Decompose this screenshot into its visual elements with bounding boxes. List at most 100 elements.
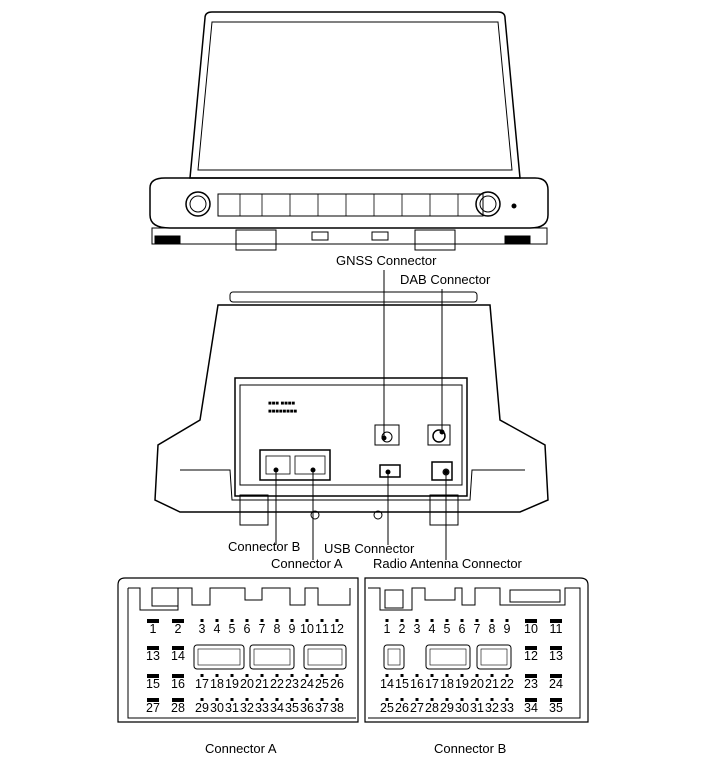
connector-a-pin-20: 20 bbox=[240, 674, 254, 691]
pin-marker bbox=[200, 698, 204, 701]
connector-a-pin-3: 3 bbox=[199, 619, 206, 636]
pin-number: 20 bbox=[470, 677, 484, 691]
connector-b-pin-26: 26 bbox=[395, 698, 409, 715]
connector-b-pin-30: 30 bbox=[455, 698, 469, 715]
pin-number: 12 bbox=[330, 622, 344, 636]
pin-number: 22 bbox=[270, 677, 284, 691]
pin-number: 26 bbox=[330, 677, 344, 691]
connector-a-pin-36: 36 bbox=[300, 698, 314, 715]
pin-marker bbox=[490, 674, 494, 677]
pin-number: 1 bbox=[150, 622, 157, 636]
pin-marker bbox=[275, 619, 279, 622]
pin-marker bbox=[230, 619, 234, 622]
connector-a-pin-9: 9 bbox=[289, 619, 296, 636]
pin-number: 18 bbox=[440, 677, 454, 691]
pin-number: 25 bbox=[380, 701, 394, 715]
connector-a-pin-15: 15 bbox=[146, 674, 160, 691]
pin-number: 3 bbox=[414, 622, 421, 636]
connector-b-pin-34: 34 bbox=[524, 698, 538, 715]
pin-marker bbox=[320, 674, 324, 677]
pin-marker bbox=[460, 698, 464, 701]
pin-marker bbox=[430, 698, 434, 701]
connector-b-pin-2: 2 bbox=[399, 619, 406, 636]
pin-number: 5 bbox=[229, 622, 236, 636]
pin-number: 18 bbox=[210, 677, 224, 691]
pin-number: 12 bbox=[524, 649, 538, 663]
connector-a-pin-2: 2 bbox=[172, 619, 184, 636]
connector-a-pin-19: 19 bbox=[225, 674, 239, 691]
connector-a-pin-7: 7 bbox=[259, 619, 266, 636]
receptacle-window-inner bbox=[197, 648, 241, 666]
pin-marker bbox=[460, 674, 464, 677]
connector-a-label: Connector A bbox=[271, 556, 343, 571]
pin-number: 28 bbox=[425, 701, 439, 715]
connector-b-caption: Connector B bbox=[434, 741, 507, 756]
connector-b-pin-13: 13 bbox=[549, 646, 563, 663]
connector-b-pin-33: 33 bbox=[500, 698, 514, 715]
connector-a-pin-35: 35 bbox=[285, 698, 299, 715]
head-unit-front bbox=[149, 11, 549, 251]
pin-number: 27 bbox=[146, 701, 160, 715]
connector-b-pin-1: 1 bbox=[384, 619, 391, 636]
pin-number: 9 bbox=[289, 622, 296, 636]
connector-a-pin-26: 26 bbox=[330, 674, 344, 691]
pin-marker bbox=[260, 698, 264, 701]
pin-marker bbox=[305, 674, 309, 677]
connector-b-pin-11: 11 bbox=[550, 619, 563, 636]
pin-number: 13 bbox=[146, 649, 160, 663]
connector-b-pin-35: 35 bbox=[549, 698, 563, 715]
receptacle-window-inner bbox=[307, 648, 343, 666]
pin-marker bbox=[475, 619, 479, 622]
pin-marker bbox=[290, 674, 294, 677]
pin-number: 29 bbox=[195, 701, 209, 715]
pin-marker bbox=[215, 698, 219, 701]
pin-marker bbox=[260, 674, 264, 677]
pin-number: 20 bbox=[240, 677, 254, 691]
pin-number: 36 bbox=[300, 701, 314, 715]
pin-number: 10 bbox=[300, 622, 314, 636]
pin-number: 23 bbox=[524, 677, 538, 691]
pin-marker bbox=[245, 698, 249, 701]
receptacle-window bbox=[249, 644, 295, 670]
pin-marker bbox=[430, 619, 434, 622]
pin-marker bbox=[335, 698, 339, 701]
pin-marker bbox=[445, 619, 449, 622]
connector-a-pin-12: 12 bbox=[330, 619, 344, 636]
connector-b-pin-8: 8 bbox=[489, 619, 496, 636]
pin-number: 15 bbox=[146, 677, 160, 691]
connector-b-pin-12: 12 bbox=[524, 646, 538, 663]
connector-a-pin-32: 32 bbox=[240, 698, 254, 715]
connector-a-pin-16: 16 bbox=[171, 674, 185, 691]
pin-number: 34 bbox=[524, 701, 538, 715]
pin-number: 30 bbox=[210, 701, 224, 715]
pin-marker bbox=[400, 619, 404, 622]
pin-number: 33 bbox=[500, 701, 514, 715]
connector-b-pin-15: 15 bbox=[395, 674, 409, 691]
connector-b-pin-23: 23 bbox=[524, 674, 538, 691]
connector-b-pin-22: 22 bbox=[500, 674, 514, 691]
connector-b-pin-27: 27 bbox=[410, 698, 424, 715]
pin-marker bbox=[415, 698, 419, 701]
pin-number: 4 bbox=[429, 622, 436, 636]
pin-marker bbox=[172, 674, 184, 678]
pin-number: 11 bbox=[550, 622, 563, 636]
pin-number: 7 bbox=[259, 622, 266, 636]
connector-a-pin-21: 21 bbox=[255, 674, 269, 691]
pin-marker bbox=[290, 698, 294, 701]
pin-number: 11 bbox=[315, 622, 329, 636]
pin-number: 35 bbox=[549, 701, 563, 715]
pin-number: 5 bbox=[444, 622, 451, 636]
pin-marker bbox=[290, 619, 294, 622]
pin-marker bbox=[550, 698, 562, 702]
pin-marker bbox=[460, 619, 464, 622]
pin-marker bbox=[320, 698, 324, 701]
pin-marker bbox=[490, 698, 494, 701]
pin-number: 26 bbox=[395, 701, 409, 715]
connector-a-pin-18: 18 bbox=[210, 674, 224, 691]
connector-b-pin-24: 24 bbox=[549, 674, 563, 691]
pin-marker bbox=[445, 698, 449, 701]
connector-b-pin-3: 3 bbox=[414, 619, 421, 636]
pin-marker bbox=[275, 698, 279, 701]
